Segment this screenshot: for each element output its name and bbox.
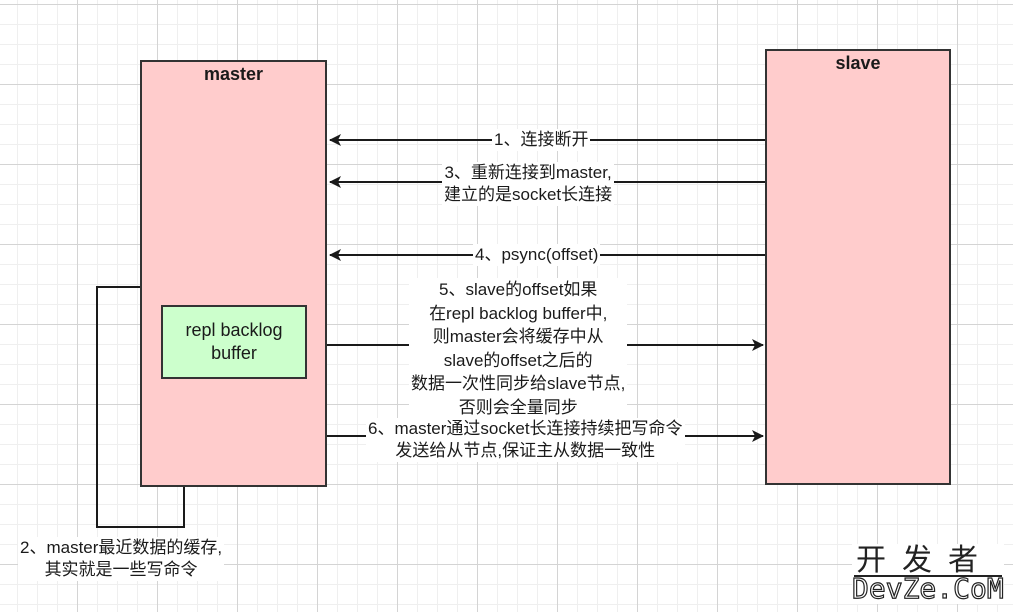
step6-label-line2: 发送给从节点,保证主从数据一致性 [395, 441, 656, 460]
slave-title: slave [835, 53, 881, 73]
watermark-en-text: DevZe.CoM [851, 572, 1004, 605]
master-title: master [203, 64, 264, 84]
step2-label: 2、master最近数据的缓存, 其实就是一些写命令 [18, 537, 225, 581]
devze-watermark-logo: 开发者 DevZe.CoM [851, 543, 1004, 605]
step5-label-line: 则master会将缓存中从 [432, 327, 604, 346]
watermark-divider [854, 575, 1002, 577]
master-node: master [140, 60, 327, 487]
step2-label-line1: 2、master最近数据的缓存, [20, 538, 223, 557]
step4-label: 4、psync(offset) [473, 244, 601, 266]
step6-label-line1: 6、master通过socket长连接持续把写命令 [368, 419, 683, 438]
backlog-label-line2: buffer [211, 343, 257, 363]
step3-label-line1: 3、重新连接到master, [444, 163, 612, 182]
step5-label-line: 5、slave的offset如果 [439, 280, 598, 299]
step3-label: 3、重新连接到master, 建立的是socket长连接 [442, 162, 615, 206]
step5-label-line: 在repl backlog buffer中, [429, 303, 608, 323]
repl-backlog-buffer: repl backlog buffer [161, 305, 307, 379]
step6-label: 6、master通过socket长连接持续把写命令 发送给从节点,保证主从数据一… [366, 418, 685, 462]
backlog-label-line1: repl backlog [185, 320, 283, 340]
step5-label: 5、slave的offset如果 在repl backlog buffer中, … [409, 278, 628, 419]
backlog-label: repl backlog buffer [185, 319, 282, 365]
watermark-cn-text: 开发者 [856, 543, 994, 578]
step5-label-line: 否则会全量同步 [458, 397, 578, 417]
step1-label: 1、连接断开 [492, 129, 591, 151]
step3-label-line2: 建立的是socket长连接 [444, 185, 613, 204]
step5-label-line: slave的offset之后的 [443, 350, 593, 370]
slave-node: slave [765, 49, 951, 485]
step2-label-line2: 其实就是一些写命令 [44, 560, 198, 579]
step5-label-line: 数据一次性同步给slave节点, [411, 374, 626, 393]
